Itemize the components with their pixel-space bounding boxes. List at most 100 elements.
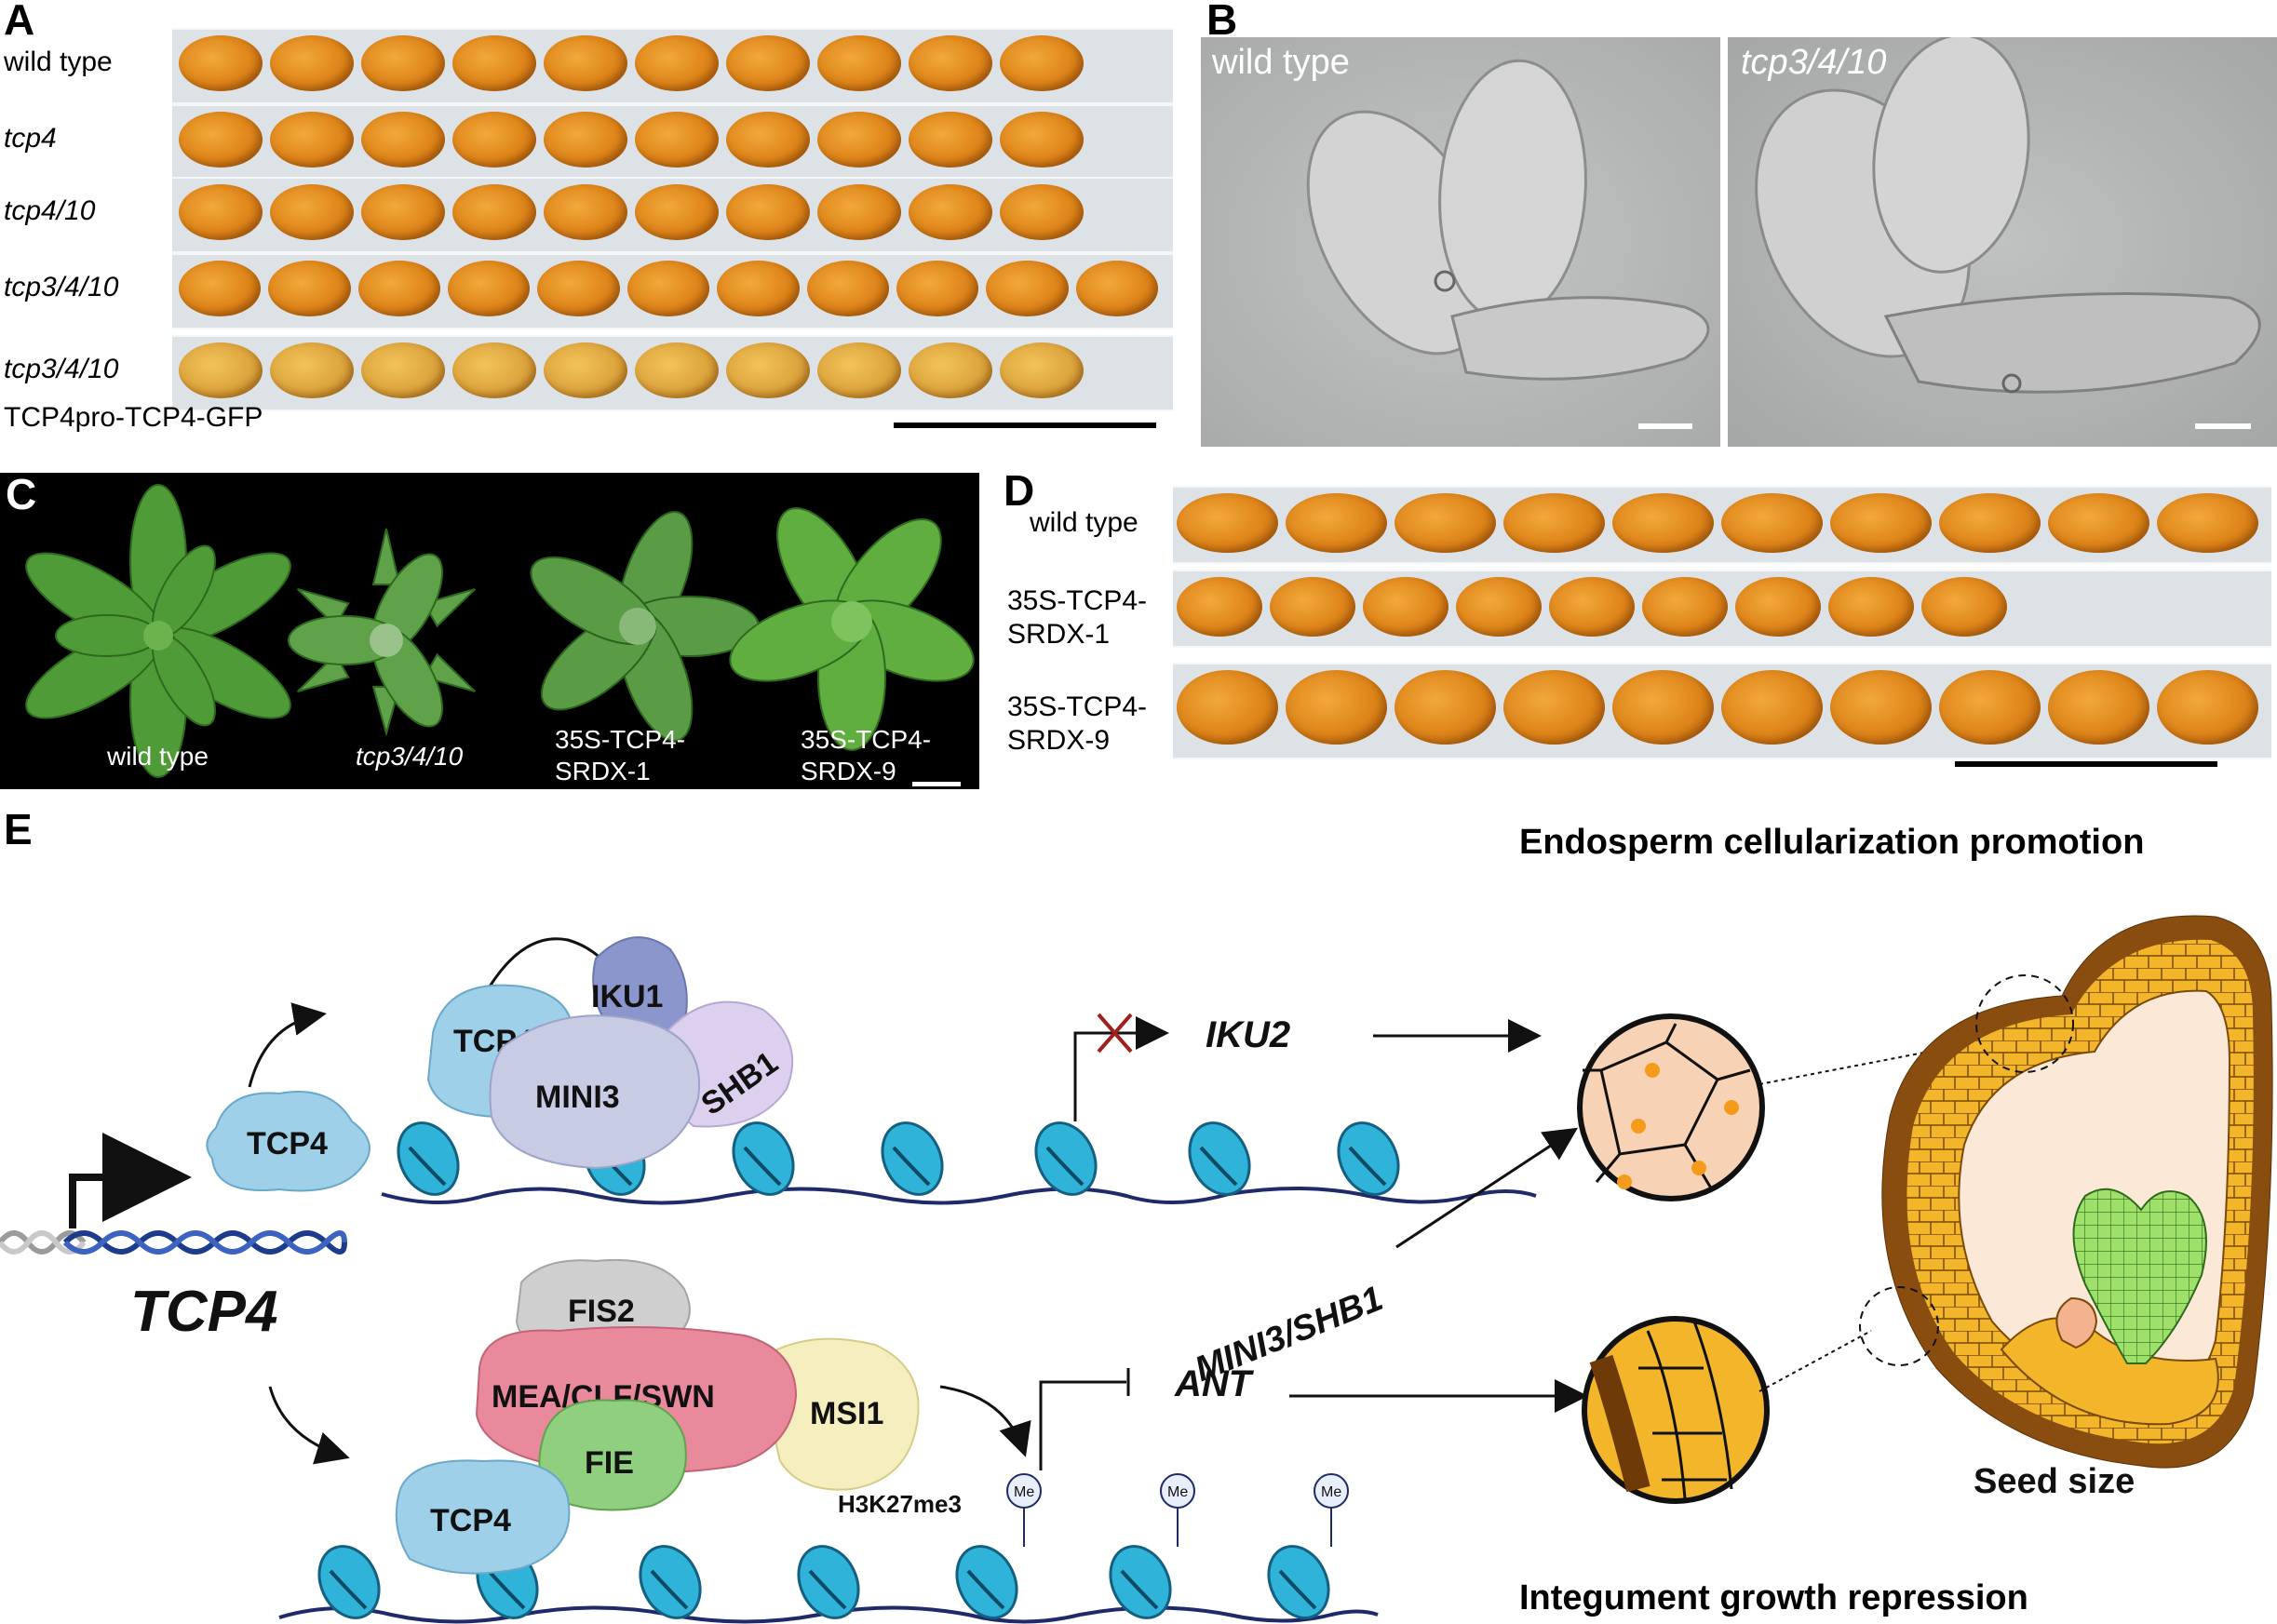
nucleosome (639, 1545, 702, 1619)
panel-d-label-srdx-1: 35S-TCP4-SRDX-1 (1007, 585, 1148, 650)
seed (817, 112, 901, 168)
seed (1721, 493, 1823, 553)
seed (1363, 577, 1448, 637)
seed (1939, 670, 2041, 745)
seed (1612, 670, 1714, 745)
embryo-wild-type-image (1201, 37, 1720, 447)
seed (544, 112, 627, 168)
seed (986, 261, 1069, 316)
seed (1394, 670, 1496, 745)
seed (1830, 670, 1932, 745)
seed (270, 35, 354, 91)
seed (817, 184, 901, 240)
seed (2157, 670, 2258, 745)
nucleosome (1337, 1121, 1400, 1196)
label-ant: ANT (1174, 1363, 1255, 1404)
panel-a-row-label: wild type (4, 47, 113, 77)
seed (726, 35, 810, 91)
micrograph-tcp3-4-10: tcp3/4/10 (1728, 37, 2277, 447)
micrograph-scale-bar-left (1638, 423, 1692, 429)
seed (1828, 577, 1914, 637)
panel-letter-c: C (6, 473, 37, 518)
panel-d-label-srdx-9: 35S-TCP4-SRDX-9 (1007, 691, 1148, 756)
seed (179, 184, 263, 240)
panel-a-row-label: tcp3/4/10 (4, 354, 119, 384)
seed (1177, 670, 1278, 745)
rosette-illustrations (25, 484, 975, 778)
panel-d-label-wild-type: wild type (1030, 507, 1138, 538)
label-seed-size: Seed size (1974, 1462, 2135, 1501)
dotted-link-bottom (1758, 1330, 1872, 1392)
nucleosome (1109, 1545, 1172, 1619)
seed (1503, 670, 1605, 745)
blob-mini3 (489, 1014, 701, 1170)
label-msi1: MSI1 (810, 1396, 883, 1431)
rosette-35s-tcp4-srdx-1 (530, 510, 760, 743)
seed (909, 112, 992, 168)
nucleosome (397, 1121, 460, 1196)
seed (817, 35, 901, 91)
seed (1286, 493, 1387, 553)
nucleosome-wrap (808, 1569, 847, 1610)
blocked-x-mark (1097, 1013, 1133, 1054)
plant-label-tcp3-4-10: tcp3/4/10 (356, 742, 464, 771)
seed (452, 342, 536, 398)
panel-e-model-diagram: TCP4 TCP4 IKU1 SHB1 TCP4 MINI3 IKU2 MSI1… (0, 915, 2273, 1624)
methyl-mark-label: Me (1321, 1484, 1341, 1500)
seed (268, 261, 351, 316)
methyl-mark-label: Me (1167, 1484, 1188, 1500)
seed (817, 342, 901, 398)
seed (1830, 493, 1932, 553)
panel-d-scale-bar (1955, 761, 2217, 767)
seed (544, 35, 627, 91)
panel-c-plants-photo: C wild type tcp3/4/10 35S-TCP4-SRDX-1 35… (0, 473, 979, 789)
seed (806, 261, 889, 316)
seed (1270, 577, 1355, 637)
micrograph-title-tcp3-4-10: tcp3/4/10 (1741, 43, 1887, 82)
heading-integument: Integument growth repression (1519, 1578, 2028, 1617)
nucleosome-wrap (1045, 1146, 1085, 1187)
seed (179, 112, 263, 168)
seed (635, 184, 719, 240)
seed (635, 342, 719, 398)
embryo-tcp3-4-10-image (1728, 37, 2277, 447)
methyl-mark-label: Me (1014, 1484, 1034, 1500)
tcp4-gene-dna (0, 1133, 347, 1255)
seed (909, 184, 992, 240)
panel-a-extra-label: TCP4pro-TCP4-GFP (4, 402, 263, 433)
nucleosome (732, 1121, 795, 1196)
seed (1000, 342, 1084, 398)
ant-repression-line (1039, 1380, 1126, 1470)
seed (627, 261, 710, 316)
seed (544, 342, 627, 398)
endosperm-cells-zoom (1577, 1013, 1765, 1201)
seed (1735, 577, 1821, 637)
gene-label-tcp4: TCP4 (130, 1280, 277, 1344)
label-h3k27me3: H3K27me3 (838, 1490, 962, 1518)
label-iku2: IKU2 (1206, 1014, 1290, 1055)
label-fis2: FIS2 (568, 1294, 635, 1329)
seed (357, 261, 441, 316)
nucleosome-wrap (743, 1146, 782, 1187)
free-tcp4-blob (206, 1091, 371, 1192)
label-mini3: MINI3 (535, 1080, 620, 1115)
rosette-wild-type (25, 484, 291, 778)
panel-c-scale-bar (912, 782, 961, 786)
seed (1000, 184, 1084, 240)
seed (452, 112, 536, 168)
panel-a-row-label: tcp3/4/10 (4, 272, 119, 302)
plant-label-wild-type: wild type (107, 742, 209, 771)
panel-letter-b: B (1206, 0, 1238, 44)
seed (1456, 577, 1542, 637)
free-tcp4-label: TCP4 (247, 1126, 328, 1161)
seed (361, 184, 445, 240)
seed (2157, 493, 2258, 553)
nucleosome-wrap (892, 1146, 931, 1187)
rosette-tcp3-4-10 (288, 528, 476, 737)
nucleosome-wrap (650, 1569, 689, 1610)
nucleosome (955, 1545, 1018, 1619)
nucleosome-wrap (1348, 1146, 1387, 1187)
seed (726, 112, 810, 168)
methyl-marks: Me Me Me (1006, 1473, 1349, 1547)
